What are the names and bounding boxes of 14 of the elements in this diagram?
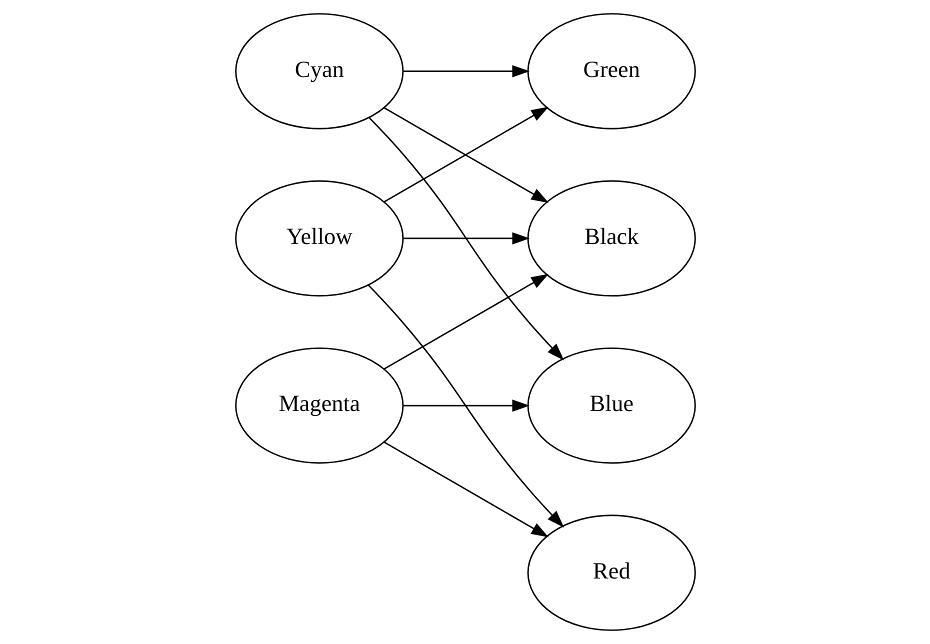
node-ellipse: Black: [526, 180, 696, 297]
arrow: [368, 117, 564, 360]
arrow: [402, 399, 530, 412]
node-ellipse: Green: [526, 13, 696, 130]
node-ellipse: Magenta: [234, 347, 404, 464]
node-ellipse: Yellow: [234, 180, 404, 297]
arrow: [383, 442, 548, 538]
node-ellipse: Cyan: [234, 13, 404, 130]
arrow: [402, 232, 530, 245]
node-ellipse: Blue: [526, 347, 696, 464]
node-ellipse: Red: [526, 514, 696, 631]
arrow: [383, 274, 548, 370]
arrow: [402, 65, 530, 78]
arrow: [367, 284, 564, 528]
